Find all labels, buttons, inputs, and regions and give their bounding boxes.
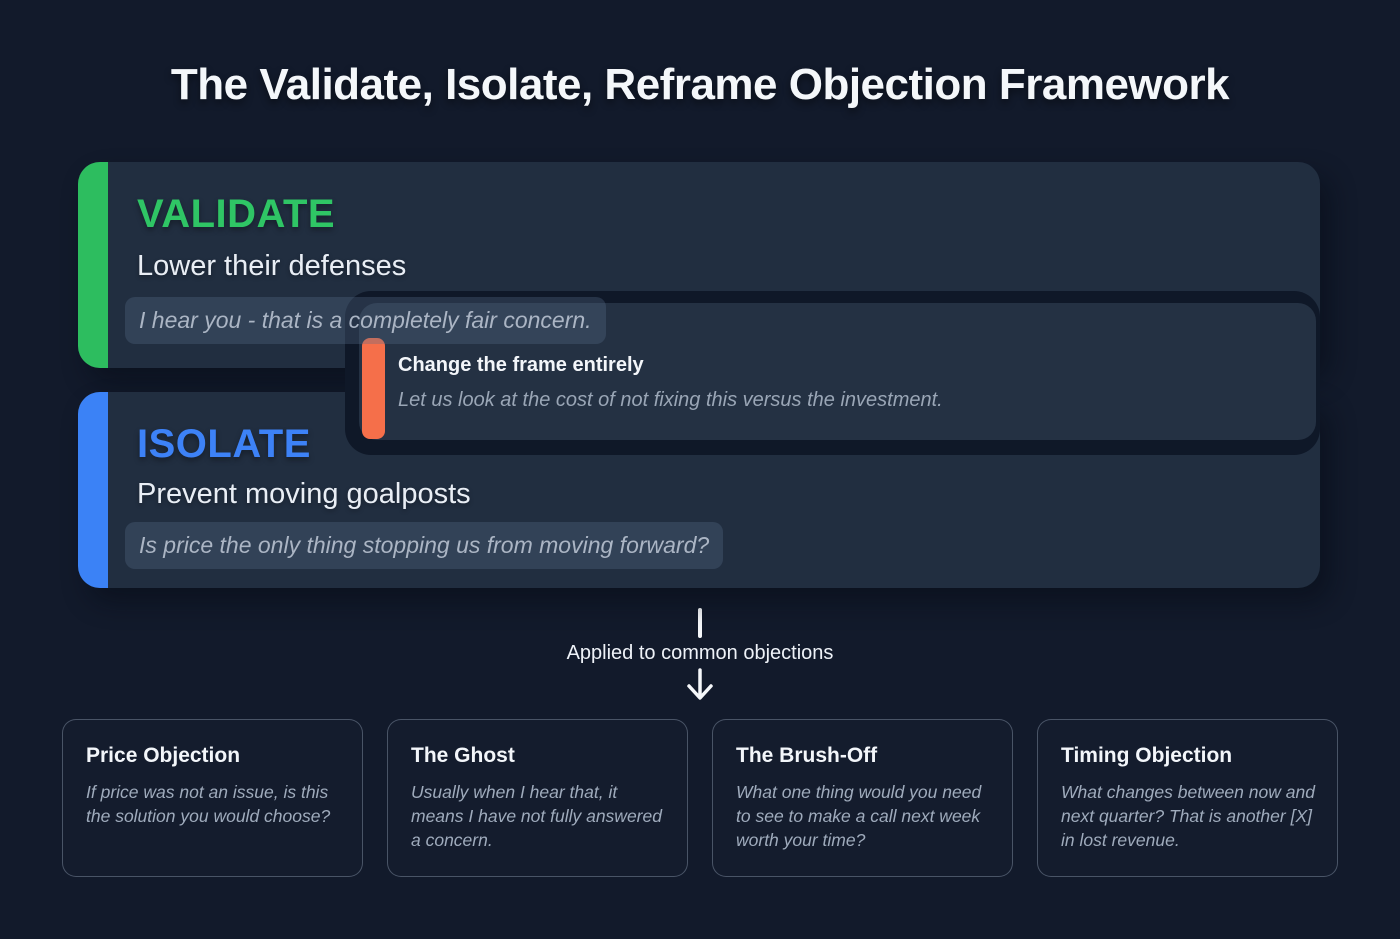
objection-card-price: Price Objection If price was not an issu… — [62, 719, 363, 877]
validate-title: VALIDATE — [137, 192, 336, 236]
objection-title: Price Objection — [86, 744, 241, 767]
objection-card-brushoff: The Brush-Off What one thing would you n… — [712, 719, 1013, 877]
isolate-quote: Is price the only thing stopping us from… — [125, 522, 724, 569]
page-title: The Validate, Isolate, Reframe Objection… — [170, 60, 1230, 109]
reframe-card-body — [359, 303, 1316, 440]
isolate-accent-bar — [78, 392, 108, 588]
isolate-subtitle: Prevent moving goalposts — [137, 478, 471, 510]
connector-line — [698, 608, 702, 638]
reframe-title: Change the frame entirely — [398, 354, 644, 376]
validate-subtitle: Lower their defenses — [137, 250, 407, 282]
objection-quote: What changes between now and next quarte… — [1061, 782, 1315, 850]
objection-title: The Brush-Off — [736, 744, 878, 767]
down-arrow-icon — [685, 668, 715, 709]
reframe-accent-bar — [362, 338, 385, 439]
objection-card-timing: Timing Objection What changes between no… — [1037, 719, 1338, 877]
reframe-card: Change the frame entirely Let us look at… — [345, 291, 1320, 455]
validate-accent-bar — [78, 162, 108, 368]
objection-quote: If price was not an issue, is this the s… — [86, 782, 331, 826]
objection-title: Timing Objection — [1061, 744, 1233, 767]
objection-quote: What one thing would you need to see to … — [736, 782, 982, 850]
connector-label: Applied to common objections — [566, 642, 834, 664]
objection-card-ghost: The Ghost Usually when I hear that, it m… — [387, 719, 688, 877]
objection-title: The Ghost — [411, 744, 515, 767]
objection-quote: Usually when I hear that, it means I hav… — [411, 782, 662, 850]
isolate-title: ISOLATE — [137, 422, 311, 466]
validate-quote: I hear you - that is a completely fair c… — [125, 297, 606, 344]
reframe-quote: Let us look at the cost of not fixing th… — [398, 389, 943, 411]
